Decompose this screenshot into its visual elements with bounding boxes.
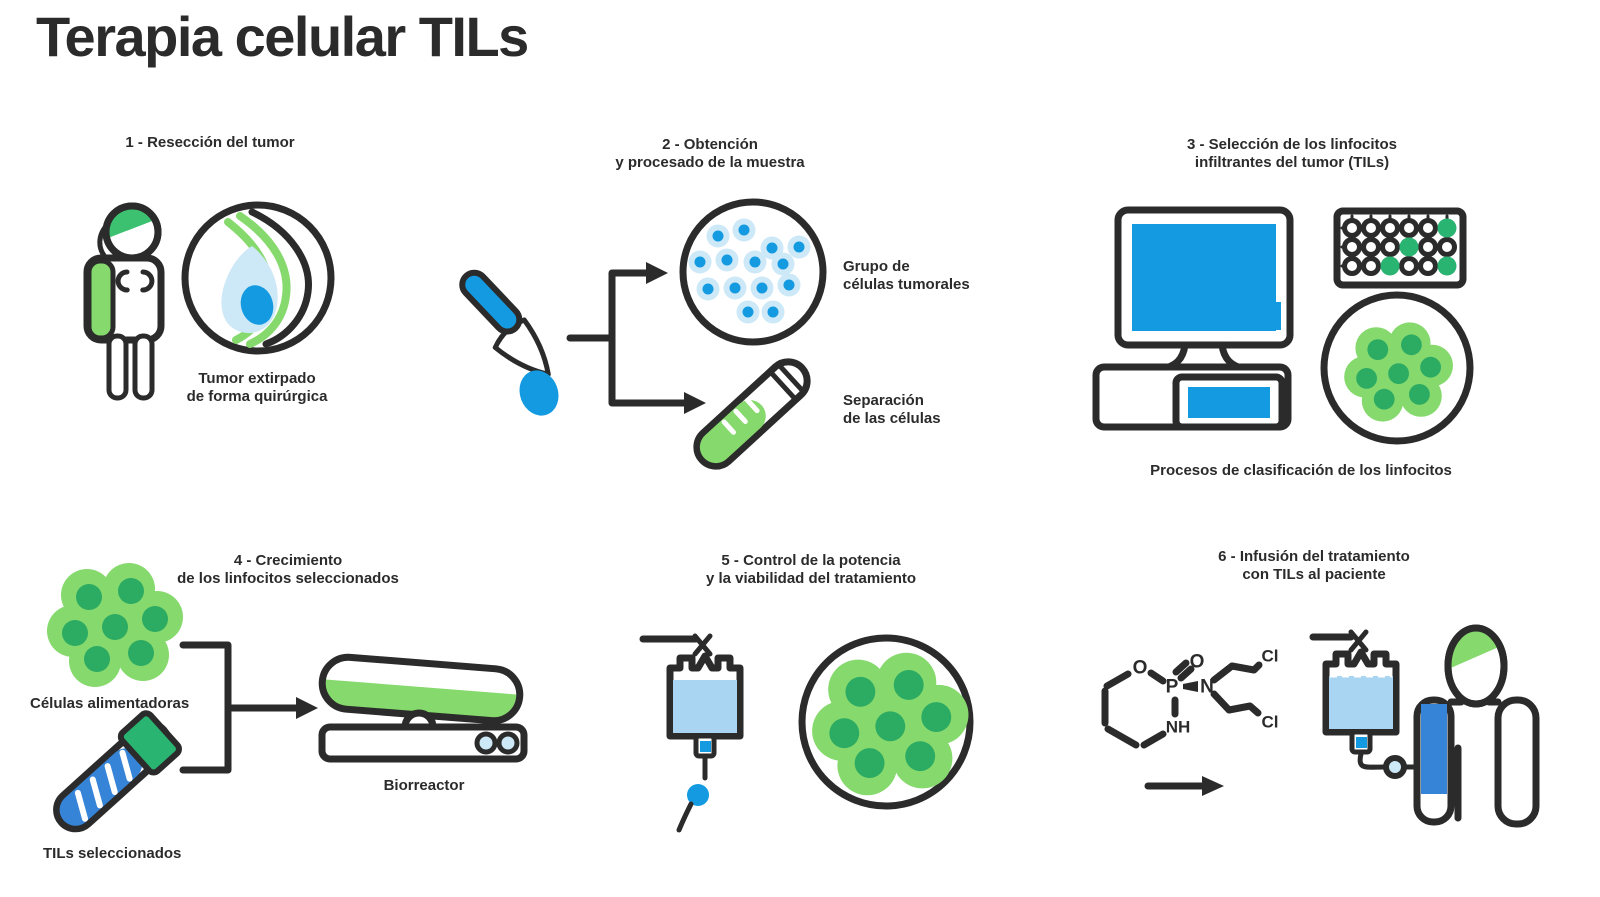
step1-caption: Tumor extirpado de forma quirúrgica — [186, 370, 328, 405]
step6-arrow-icon — [1144, 776, 1224, 796]
step5-iv-bag-icon — [639, 636, 740, 833]
step5-header: 5 - Control de la potencia y la viabilid… — [705, 552, 917, 587]
step6-iv-bag-icon — [1309, 632, 1433, 779]
step5-petri-dish-icon — [798, 634, 974, 810]
step1-header: 1 - Resección del tumor — [125, 134, 295, 151]
atom-n: N — [1200, 677, 1214, 698]
step3-microplate-icon — [1333, 207, 1467, 289]
atom-cl-top: Cl — [1262, 647, 1279, 666]
step3-caption: Procesos de clasificación de los linfoci… — [1150, 462, 1452, 479]
step4-header: 4 - Crecimiento de los linfocitos selecc… — [177, 552, 399, 587]
step4-label-bioreactor: Biorreactor — [383, 777, 465, 794]
step6-patient-icon — [1413, 624, 1540, 828]
step2-branch-arrows — [566, 262, 706, 414]
atom-double-o: O — [1190, 652, 1205, 673]
atom-nh: NH — [1166, 718, 1191, 737]
step3-computer-icon — [1092, 206, 1294, 431]
step2-sample-drop-icon — [519, 370, 559, 416]
step4-bioreactor-icon — [318, 653, 528, 763]
step2-header: 2 - Obtención y procesado de la muestra — [615, 136, 805, 171]
step6-chemical-structure-icon: O P O NH N Cl Cl — [1101, 647, 1279, 749]
step2-scalpel-icon — [459, 269, 551, 377]
step2-petri-dish-icon — [679, 198, 827, 346]
step6-header: 6 - Infusión del tratamiento con TILs al… — [1218, 548, 1410, 583]
step4-label-feeder-cells: Células alimentadoras — [30, 695, 190, 712]
page-title: Terapia celular TILs — [36, 5, 529, 68]
step4-label-tils-selected: TILs seleccionados — [43, 845, 182, 862]
atom-p: P — [1166, 677, 1179, 698]
step3-petri-dish-icon — [1320, 291, 1474, 445]
step1-tumor-circle-icon — [181, 201, 335, 355]
atom-cl-bottom: Cl — [1262, 713, 1279, 732]
step4-bracket-arrow — [179, 641, 318, 774]
step2-label-tumor-cells: Grupo de células tumorales — [843, 258, 970, 293]
step2-label-separation: Separación de las células — [843, 392, 941, 427]
step3-header: 3 - Selección de los linfocitos infiltra… — [1186, 136, 1398, 171]
atom-ring-o: O — [1133, 658, 1148, 679]
step4-tils-tube-icon — [53, 710, 182, 833]
step1-clinician-icon — [83, 202, 165, 401]
step2-test-tube-icon — [693, 358, 811, 470]
